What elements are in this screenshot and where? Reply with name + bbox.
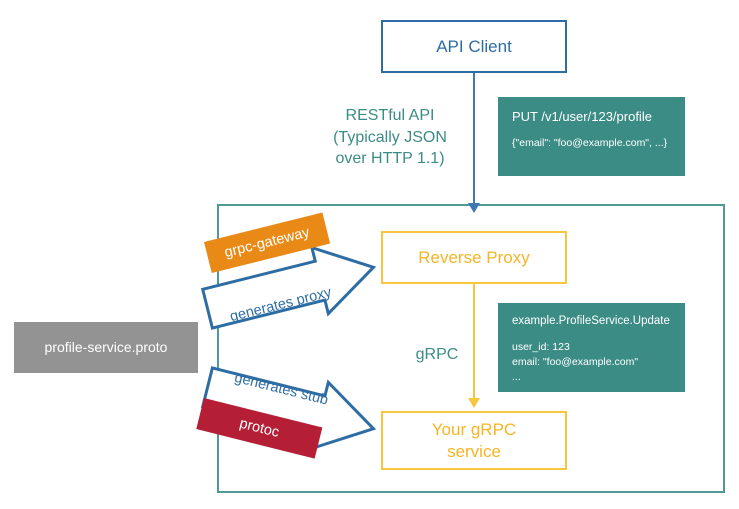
edge-label-rest-line3: over HTTP 1.1) bbox=[335, 150, 445, 168]
node-grpc-service: Your gRPC service bbox=[381, 411, 567, 470]
edge-proxy-to-service-line bbox=[473, 284, 475, 401]
node-grpc-service-label-line2: service bbox=[447, 441, 501, 461]
edge-label-rest: RESTful API (Typically JSON over HTTP 1.… bbox=[320, 105, 460, 170]
node-reverse-proxy: Reverse Proxy bbox=[381, 231, 567, 284]
edge-client-to-proxy-arrowhead bbox=[468, 203, 480, 213]
tag-protoc-label: protoc bbox=[237, 415, 281, 441]
edge-label-rest-line1: RESTful API bbox=[345, 107, 435, 124]
node-api-client: API Client bbox=[381, 20, 567, 73]
node-proto-file-label: profile-service.proto bbox=[44, 338, 168, 355]
payload-grpc-field-email: email: "foo@example.com" bbox=[512, 356, 639, 369]
payload-grpc-field-user-id: user_id: 123 bbox=[512, 341, 570, 353]
node-grpc-service-label-line1: Your gRPC bbox=[431, 420, 517, 440]
node-api-client-label: API Client bbox=[436, 36, 512, 56]
block-arrow-shape-icon bbox=[200, 245, 377, 330]
payload-http-request: PUT /v1/user/123/profile {"email": "foo@… bbox=[498, 97, 685, 176]
payload-grpc-body: user_id: 123 email: "foo@example.com" ..… bbox=[512, 340, 671, 386]
edge-client-to-proxy-line bbox=[473, 73, 475, 207]
arrow-generates-proxy: generates proxy bbox=[197, 232, 384, 344]
edge-proxy-to-service-arrowhead bbox=[468, 398, 480, 408]
node-reverse-proxy-label: Reverse Proxy bbox=[418, 247, 530, 267]
payload-grpc-message: example.ProfileService.Update user_id: 1… bbox=[498, 303, 685, 392]
edge-label-grpc: gRPC bbox=[415, 346, 459, 363]
node-proto-file: profile-service.proto bbox=[14, 322, 198, 373]
payload-grpc-field-ellipsis: ... bbox=[512, 371, 521, 384]
payload-http-title: PUT /v1/user/123/profile bbox=[512, 109, 652, 124]
payload-grpc-title: example.ProfileService.Update bbox=[512, 315, 670, 327]
payload-http-body: {"email": "foo@example.com", ...} bbox=[512, 137, 668, 149]
edge-label-rest-line2: (Typically JSON bbox=[333, 128, 447, 146]
